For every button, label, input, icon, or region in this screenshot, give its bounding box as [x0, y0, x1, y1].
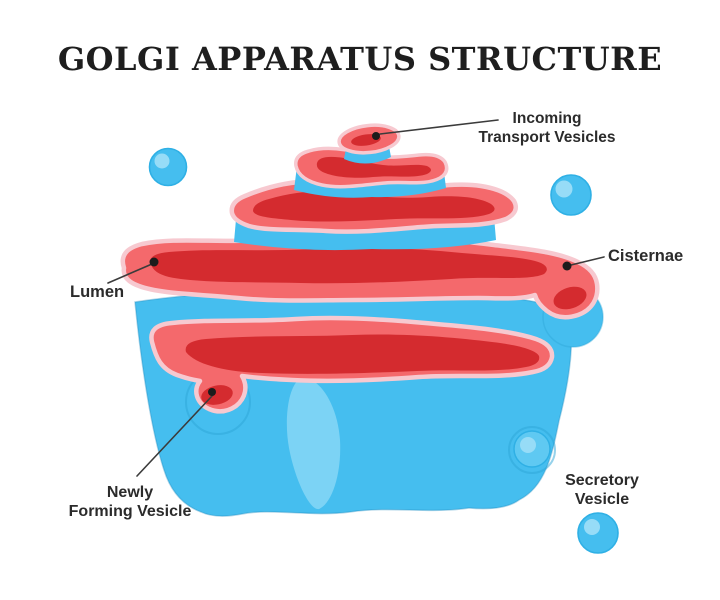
- transport-vesicle-top-left: [148, 147, 188, 187]
- leader-line-lumen: [107, 263, 153, 284]
- cisterna-4-knob-lumen: [553, 286, 587, 310]
- label-secretory-vesicle: Secretory Vesicle: [522, 471, 682, 509]
- leader-line-cisternae: [570, 256, 605, 266]
- leader-line-newly-forming: [136, 395, 213, 477]
- page-title: GOLGI APPARATUS STRUCTURE: [57, 40, 663, 78]
- transport-vesicle-top-right-highlight: [555, 180, 573, 198]
- label-newly-forming-vesicle: Newly Forming Vesicle: [50, 483, 210, 521]
- label-newly-line2: Forming Vesicle: [68, 503, 192, 520]
- transport-vesicle-top-left-highlight: [154, 153, 170, 169]
- transport-vesicle-top-right: [550, 174, 592, 216]
- budding-vesicle-ring: [508, 426, 556, 474]
- label-cisternae: Cisternae: [608, 247, 684, 265]
- pointer-dot-cisternae: [562, 261, 572, 271]
- label-incoming-line1: Incoming: [512, 110, 582, 127]
- pointer-dot-incoming: [372, 132, 380, 140]
- label-newly-line1: Newly: [106, 484, 154, 501]
- label-lumen: Lumen: [70, 283, 125, 301]
- label-secretory-line1: Secretory: [565, 472, 639, 489]
- pointer-dot-newly-forming: [208, 388, 216, 396]
- label-incoming-line2: Transport Vesicles: [478, 129, 616, 146]
- pointer-dot-lumen: [149, 257, 159, 267]
- cisterna-3-lumen: [253, 191, 495, 222]
- leader-line-incoming: [379, 119, 499, 135]
- body-highlight: [286, 377, 341, 510]
- label-incoming-transport-vesicles: Incoming Transport Vesicles: [447, 109, 647, 147]
- cisterna-4-lumen: [150, 247, 547, 284]
- label-secretory-line2: Vesicle: [574, 491, 630, 508]
- cisterna-5-lumen: [185, 334, 540, 374]
- secretory-vesicle-free: [577, 512, 619, 554]
- cisterna-2-lumen: [316, 156, 431, 178]
- secretory-vesicle-free-highlight: [584, 519, 600, 535]
- budding-vesicle-highlight: [520, 437, 536, 453]
